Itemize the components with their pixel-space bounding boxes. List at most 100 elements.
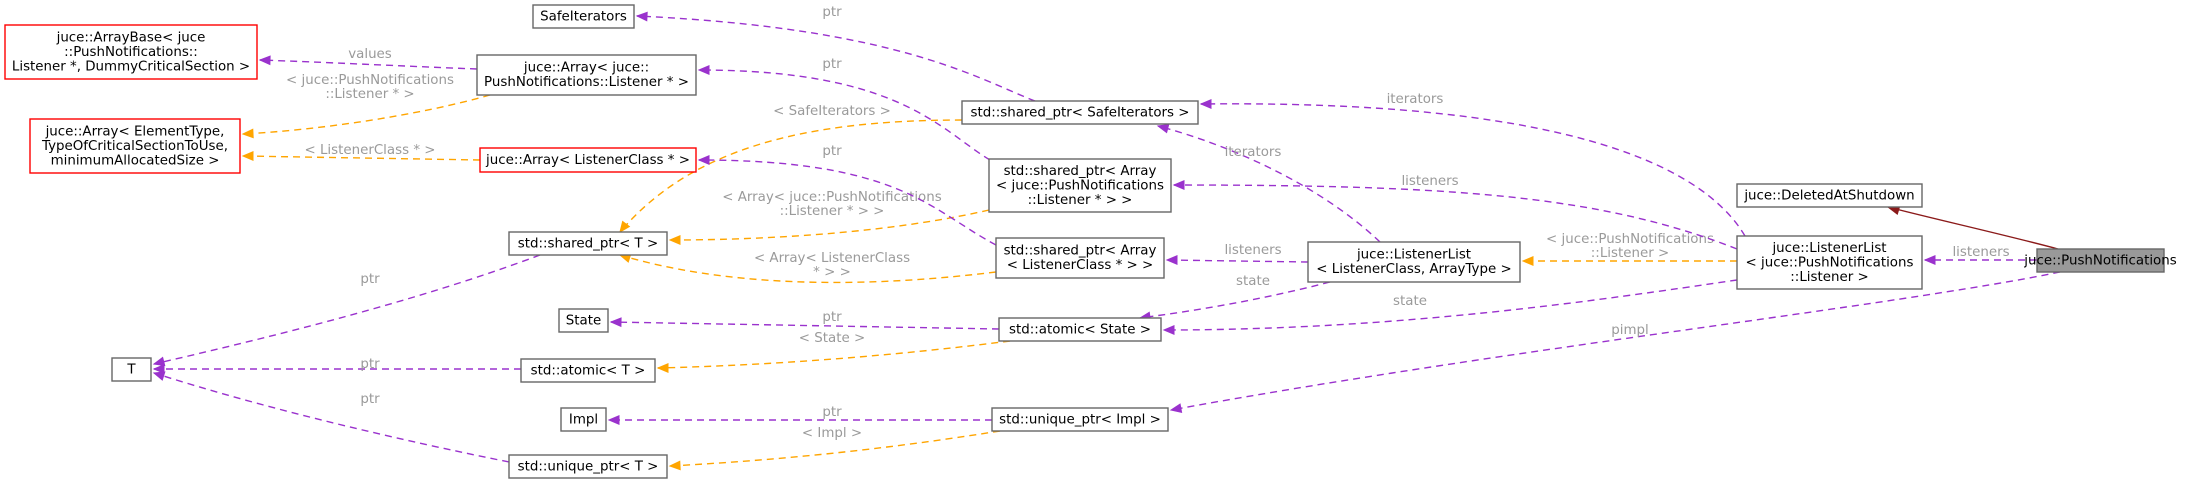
- class-node-impl[interactable]: Impl: [560, 407, 607, 432]
- edge-label-line: ptr: [360, 357, 380, 372]
- class-node-state[interactable]: State: [558, 308, 609, 333]
- class-name-line: < juce::PushNotifications: [1746, 255, 1914, 270]
- edge-arrowhead: [668, 460, 681, 471]
- class-name-line: std::shared_ptr< Array: [1004, 244, 1157, 259]
- class-name-line: TypeOfCriticalSectionToUse,: [41, 139, 228, 154]
- edge-line: [1170, 271, 2061, 411]
- edge-arrowhead: [152, 371, 166, 381]
- edge-e18: ptr: [635, 5, 1036, 102]
- class-node-atomic-t[interactable]: std::atomic< T >: [520, 358, 656, 383]
- class-node-sharedptr-safe[interactable]: std::shared_ptr< SafeIterators >: [961, 100, 1199, 125]
- edge-label-line: * > >: [813, 265, 851, 280]
- edge-label: ptr: [822, 144, 842, 159]
- edge-label: ptr: [822, 57, 842, 72]
- nodes: juce::PushNotifications juce::DeletedAtSh…: [4, 4, 2177, 479]
- class-name-line: Listener *, DummyCriticalSection >: [12, 59, 250, 74]
- class-name-line: juce::PushNotifications: [2023, 253, 2176, 268]
- class-name-line: std::shared_ptr< T >: [518, 236, 658, 251]
- class-box: [479, 147, 697, 173]
- class-name-line: SafeIterators: [540, 9, 627, 24]
- class-node-t[interactable]: T: [111, 357, 152, 382]
- edge-line: [1887, 206, 2059, 250]
- class-box: [995, 237, 1165, 279]
- edge-e2: listeners: [1923, 245, 2037, 265]
- class-name-line: PushNotifications::Listener * >: [484, 75, 689, 90]
- edge-label-line: listeners: [1224, 243, 1281, 258]
- class-node-deleted[interactable]: juce::DeletedAtShutdown: [1736, 183, 1923, 208]
- edge-arrowhead: [1169, 403, 1183, 414]
- edge-label: < Array< juce::PushNotifications::Listen…: [722, 190, 941, 219]
- edge-label-line: < State >: [799, 331, 865, 346]
- edge-label-line: < SafeIterators >: [773, 104, 891, 119]
- edge-label: ptr: [360, 357, 380, 372]
- edge-line: [153, 372, 510, 463]
- edge-arrowhead: [697, 65, 710, 75]
- class-name-line: juce::ListenerList: [1771, 241, 1886, 256]
- edge-label-line: state: [1393, 294, 1427, 309]
- class-box: [988, 158, 1172, 213]
- edge-arrowhead: [241, 151, 254, 161]
- class-node-uniqueptr-impl[interactable]: std::unique_ptr< Impl >: [991, 407, 1169, 432]
- edge-e26: < ListenerClass * >: [241, 143, 481, 161]
- class-node-listenerlist-push[interactable]: juce::ListenerList< juce::PushNotificati…: [1736, 235, 1923, 290]
- class-box: [532, 4, 635, 29]
- class-node-array-push[interactable]: juce::Array< juce::PushNotifications::Li…: [476, 54, 697, 96]
- class-node-arraybase[interactable]: juce::ArrayBase< juce::PushNotifications…: [4, 24, 258, 80]
- class-name-line: juce::DeletedAtShutdown: [1743, 188, 1914, 203]
- edge-arrowhead: [697, 155, 710, 165]
- edge-arrowhead: [668, 235, 681, 245]
- class-name-line: minimumAllocatedSize >: [51, 153, 220, 168]
- class-node-sharedptr-array-push[interactable]: std::shared_ptr< Array< juce::PushNotifi…: [988, 158, 1172, 213]
- class-name-line: T: [126, 362, 136, 377]
- edge-line: [1157, 125, 1381, 243]
- class-node-push[interactable]: juce::PushNotifications: [2023, 248, 2177, 273]
- edge-label-line: < juce::PushNotifications: [286, 73, 454, 88]
- edge-label-line: ::Listener * >: [325, 87, 414, 102]
- edge-line: [698, 69, 991, 161]
- class-name-line: juce::Array< ElementType,: [45, 124, 225, 139]
- class-node-atomic-state[interactable]: std::atomic< State >: [998, 317, 1162, 342]
- class-node-uniqueptr-t[interactable]: std::unique_ptr< T >: [508, 454, 668, 479]
- class-box: [998, 317, 1162, 342]
- class-name-line: < ListenerClass * > >: [1007, 258, 1154, 273]
- edge-e7: state: [1162, 279, 1738, 335]
- edge-label: values: [348, 47, 392, 62]
- edge-label-line: listeners: [1401, 174, 1458, 189]
- class-box: [111, 357, 152, 382]
- edge-arrowhead: [152, 356, 166, 367]
- edge-label: < Array< ListenerClass* > >: [754, 251, 910, 280]
- edge-arrowhead: [635, 11, 648, 22]
- edge-line: [610, 321, 1000, 330]
- class-name-line: std::atomic< State >: [1009, 322, 1151, 337]
- edge-label-line: pimpl: [1611, 323, 1649, 338]
- class-name-line: std::shared_ptr< Array: [1004, 164, 1157, 179]
- edge-label: < juce::PushNotifications::Listener >: [1546, 232, 1714, 261]
- edge-e16: ptr: [152, 357, 521, 374]
- class-name-line: std::atomic< T >: [531, 363, 646, 378]
- class-box: [560, 407, 607, 432]
- edge-label: ptr: [822, 5, 842, 20]
- edge-label-line: < Impl >: [802, 426, 862, 441]
- edge-label-line: < juce::PushNotifications: [1546, 232, 1714, 247]
- class-node-listenerlist-generic[interactable]: juce::ListenerList< ListenerClass, Array…: [1307, 241, 1521, 283]
- edge-line: [1163, 279, 1738, 331]
- edge-arrowhead: [152, 364, 165, 374]
- edge-e23: < Array< ListenerClass* > >: [618, 251, 997, 284]
- class-node-array-generic[interactable]: juce::Array< ElementType,TypeOfCriticalS…: [29, 118, 241, 174]
- class-name-line: std::shared_ptr< SafeIterators >: [970, 105, 1189, 120]
- class-node-sharedptr-t[interactable]: std::shared_ptr< T >: [508, 231, 668, 256]
- class-node-safeiterators[interactable]: SafeIterators: [532, 4, 635, 29]
- edge-e25: < juce::PushNotifications::Listener * >: [241, 73, 491, 139]
- edge-line: [698, 159, 997, 246]
- edge-e24: values: [258, 47, 478, 70]
- class-node-sharedptr-array-lc[interactable]: std::shared_ptr< Array< ListenerClass * …: [995, 237, 1165, 279]
- class-node-array-lc[interactable]: juce::Array< ListenerClass * >: [479, 147, 697, 173]
- edge-label-line: ptr: [822, 144, 842, 159]
- edge-e10: state: [1138, 274, 1331, 322]
- class-name-line: ::PushNotifications::: [64, 45, 198, 60]
- class-box: [476, 54, 697, 96]
- edge-line: [153, 254, 541, 365]
- class-box: [1736, 235, 1923, 290]
- edge-line: [657, 340, 1011, 369]
